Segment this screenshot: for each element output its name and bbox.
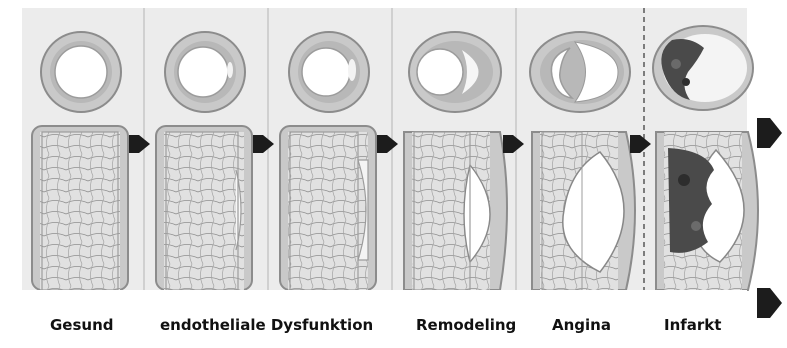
label-angina: Angina xyxy=(552,316,611,334)
right-arrow-icon xyxy=(757,288,782,318)
stage-3-vessel xyxy=(280,32,376,290)
stage-4-remodeling-vessel xyxy=(404,32,507,290)
stage-2-dysfunction-vessel xyxy=(156,32,252,290)
stage-1-healthy-vessel xyxy=(32,32,128,290)
stage-6-infarct-vessel xyxy=(653,26,758,290)
label-infarkt: Infarkt xyxy=(664,316,721,334)
label-remodeling: Remodeling xyxy=(416,316,516,334)
label-gesund: Gesund xyxy=(50,316,114,334)
right-arrow-icon xyxy=(757,118,782,148)
label-band xyxy=(30,290,747,348)
label-endotheliale-dysfunktion: endotheliale Dysfunktion xyxy=(160,316,373,334)
stage-5-angina-vessel xyxy=(530,32,635,290)
